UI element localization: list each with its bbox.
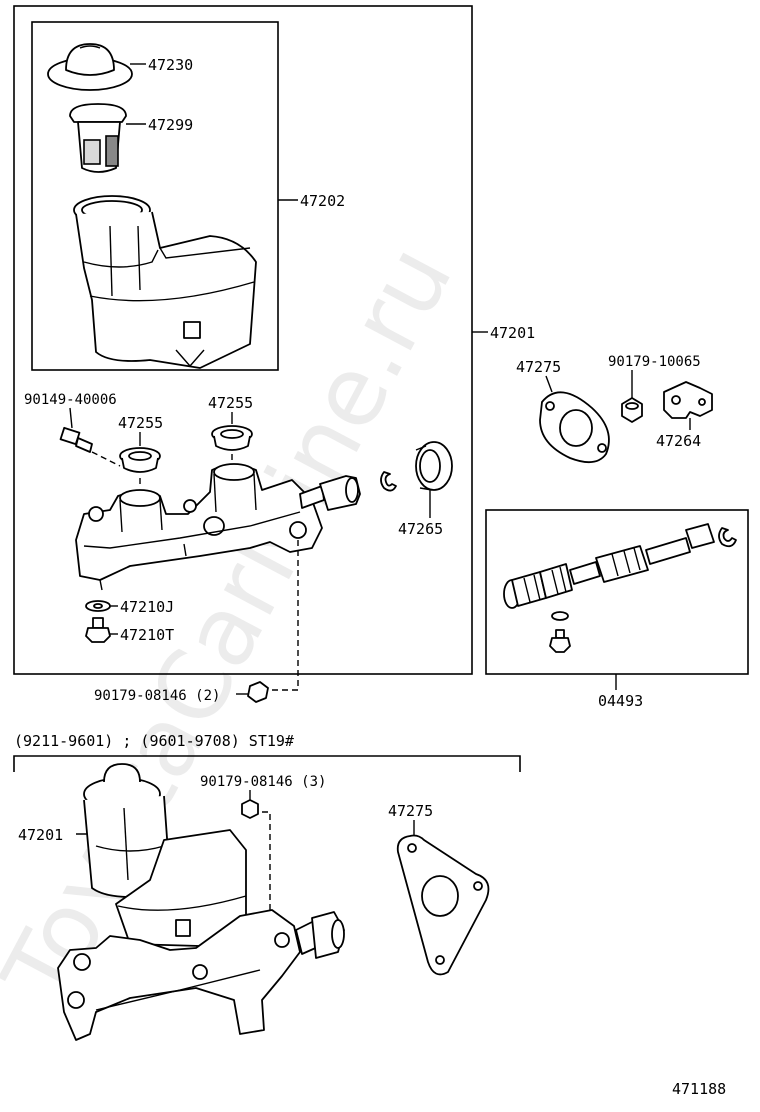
label-47275: 47275 [516,358,561,376]
snap-ring [380,471,397,492]
label-90149-40006: 90149-40006 [24,392,117,408]
reservoir-cap-47230 [47,43,133,91]
label-47265: 47265 [398,520,443,538]
label-47230: 47230 [148,56,193,74]
label-47202: 47202 [300,192,345,210]
strainer-47299 [69,103,127,173]
nut-90179-10065 [621,397,643,423]
nut-90179-08146-3 [241,799,259,819]
label-90179-08146-2: 90179-08146 (2) [94,688,220,704]
label-47275-lower: 47275 [388,802,433,820]
reservoir-frame-47202 [31,21,279,371]
label-47255-b: 47255 [208,394,253,412]
label-04493: 04493 [598,692,643,710]
label-47264: 47264 [656,432,701,450]
grommet-47255-a [119,447,161,473]
label-47210j: 47210J [120,598,174,616]
master-cylinder-47201-lower [57,763,345,1041]
gasket-47275 [539,391,610,464]
label-47201: 47201 [490,324,535,342]
label-90179-10065: 90179-10065 [608,354,701,370]
nut-90179-08146-2 [247,681,269,703]
plug-47210t [85,617,111,643]
washer-47210j [85,600,111,612]
figure-number: 471188 [672,1080,726,1098]
boot-47265 [415,441,453,491]
grommet-47255-b [211,425,253,451]
kit-frame-04493 [485,509,749,675]
label-47201-lower: 47201 [18,826,63,844]
reservoir-47202 [73,195,257,369]
bracket-47264 [663,381,713,419]
piston-kit-04493 [503,523,737,653]
bolt-90149-40006 [59,407,93,453]
master-cylinder-body [75,463,323,591]
applicability-label: (9211-9601) ; (9601-9708) ST19# [14,732,294,750]
label-47210t: 47210T [120,626,174,644]
label-47299: 47299 [148,116,193,134]
lower-section-bracket [13,755,521,772]
gasket-47275-lower [396,834,490,976]
assembly-frame-47201 [13,5,473,675]
label-90179-08146-3: 90179-08146 (3) [200,774,326,790]
rod-end [299,475,361,511]
label-47255-a: 47255 [118,414,163,432]
